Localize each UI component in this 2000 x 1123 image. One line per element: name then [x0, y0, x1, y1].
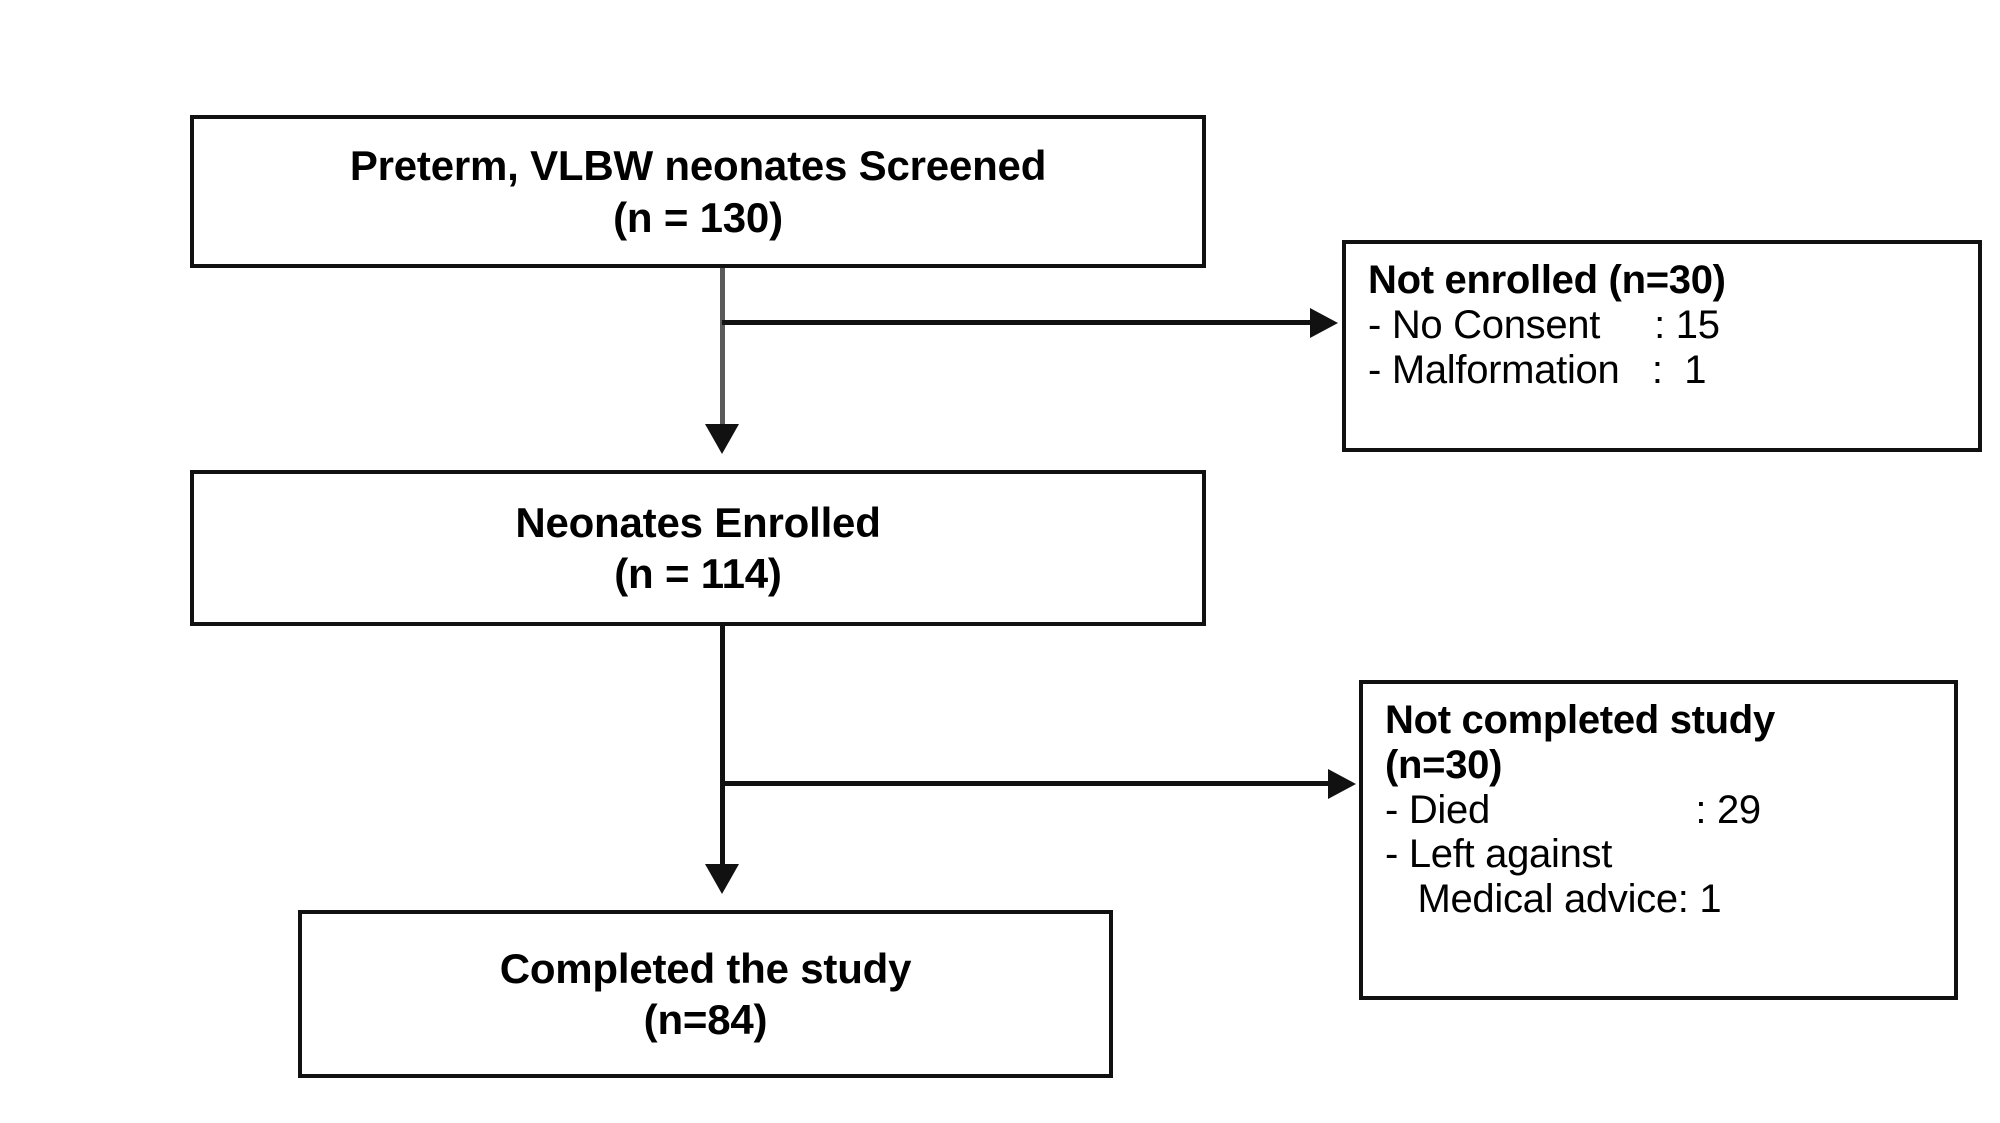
- node-enrolled-line2: (n = 114): [614, 550, 782, 597]
- node-not-completed-heading-line2: (n=30): [1385, 742, 1503, 787]
- node-screened: Preterm, VLBW neonates Screened (n = 130…: [190, 115, 1206, 268]
- node-screened-line2: (n = 130): [613, 193, 783, 241]
- node-not-completed-reason-died: - Died : 29: [1385, 787, 1761, 832]
- node-not-completed: Not completed study (n=30) - Died : 29 -…: [1359, 680, 1958, 1000]
- node-not-enrolled-reason-malformation: - Malformation : 1: [1368, 347, 1707, 392]
- node-not-completed-reason-left-against: - Left against: [1385, 832, 1613, 877]
- node-not-completed-reason-medical-advice: Medical advice: 1: [1385, 877, 1722, 922]
- connector-screened-to-not-enrolled-line: [722, 320, 1312, 325]
- connector-enrolled-to-completed-line: [720, 626, 725, 866]
- connector-screened-to-enrolled-line: [720, 268, 725, 428]
- node-not-enrolled: Not enrolled (n=30) - No Consent : 15 - …: [1342, 240, 1982, 452]
- node-not-enrolled-heading: Not enrolled (n=30): [1368, 258, 1726, 302]
- node-not-completed-heading-line1: Not completed study: [1385, 698, 1775, 742]
- node-enrolled-line1: Neonates Enrolled: [515, 498, 881, 546]
- connector-enrolled-to-not-completed-arrowhead: [1328, 769, 1356, 799]
- node-completed: Completed the study (n=84): [298, 910, 1113, 1078]
- node-enrolled: Neonates Enrolled (n = 114): [190, 470, 1206, 626]
- connector-enrolled-to-not-completed-line: [722, 781, 1330, 786]
- node-not-enrolled-reason-no-consent: - No Consent : 15: [1368, 302, 1720, 347]
- node-completed-line2: (n=84): [643, 996, 768, 1043]
- connector-screened-to-not-enrolled-arrowhead: [1310, 308, 1338, 338]
- connector-enrolled-to-completed-arrowhead: [705, 864, 739, 894]
- connector-screened-to-enrolled-arrowhead: [705, 424, 739, 454]
- node-completed-line1: Completed the study: [499, 944, 912, 992]
- node-screened-line1: Preterm, VLBW neonates Screened: [349, 142, 1047, 190]
